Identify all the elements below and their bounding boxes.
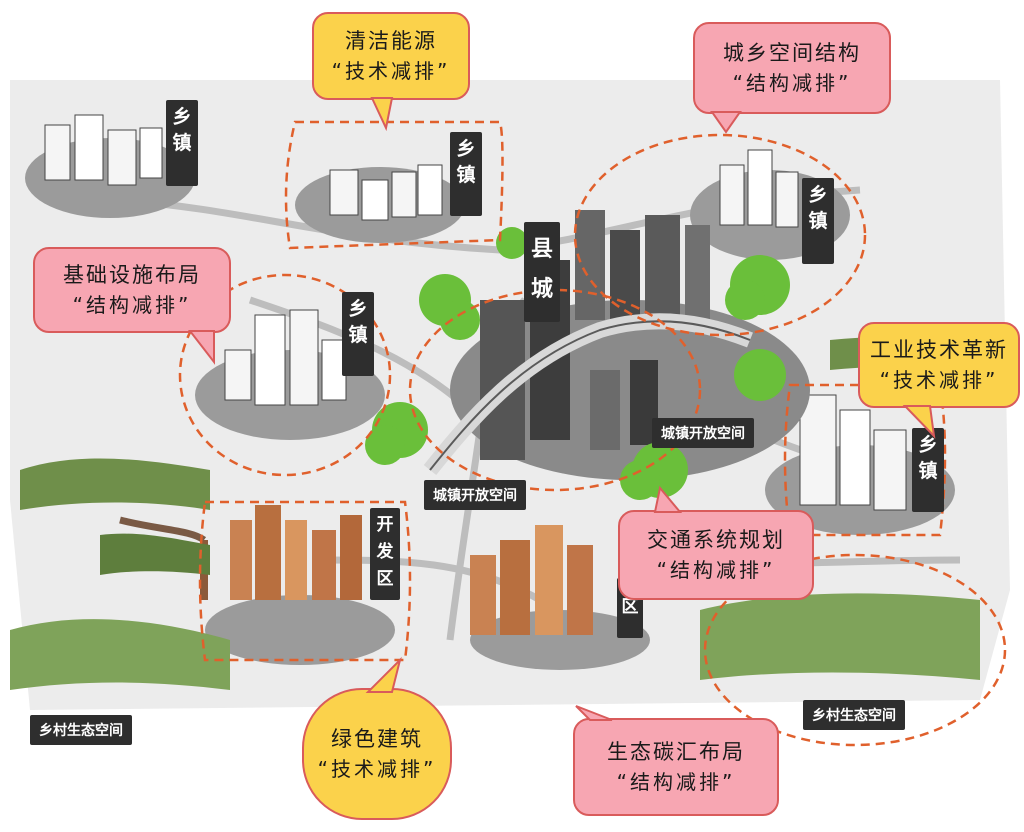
callout-carbon-sink: 生态碳汇布局 “结构减排” (573, 718, 779, 816)
callout-urban-rural-spatial: 城乡空间结构 “结构减排” (693, 22, 891, 114)
town-cluster-top-left (25, 114, 195, 218)
callout-subtitle: “结构减排” (656, 558, 776, 582)
callout-title: 城乡空间结构 (723, 41, 861, 65)
callout-industrial-innovation: 工业技术革新 “技术减排” (858, 322, 1020, 408)
rural-fields-left (10, 458, 230, 690)
town-label-text: 乡镇 (808, 184, 828, 232)
callout-title: 交通系统规划 (647, 528, 785, 552)
urban-open-space-label-left: 城镇开放空间 (424, 480, 526, 510)
callout-clean-energy: 清洁能源 “技术减排” (312, 12, 470, 100)
callout-subtitle: “结构减排” (732, 71, 852, 95)
town-label-text: 乡镇 (348, 298, 368, 346)
dev-zone-label: 开发区 (370, 508, 400, 600)
dev-zone-label-text: 区 (621, 597, 639, 617)
callout-subtitle: “技术减排” (317, 757, 437, 781)
callout-title: 生态碳汇布局 (607, 740, 745, 764)
callout-subtitle: “技术减排” (331, 59, 451, 83)
rural-eco-space-label-left: 乡村生态空间 (30, 715, 132, 745)
town-label-text: 乡镇 (456, 138, 476, 186)
rural-eco-space-label-right: 乡村生态空间 (803, 700, 905, 730)
town-label-top-left: 乡镇 (166, 100, 198, 186)
town-cluster-right-mid (765, 394, 955, 535)
trees (365, 227, 790, 500)
callout-subtitle: “技术减排” (879, 368, 999, 392)
region-boundaries (178, 120, 1007, 747)
callout-title: 绿色建筑 (331, 727, 423, 751)
callout-infrastructure-layout: 基础设施布局 “结构减排” (33, 247, 231, 333)
county-label: 县城 (524, 222, 560, 322)
callout-transport-planning: 交通系统规划 “结构减排” (618, 510, 814, 600)
callout-subtitle: “结构减排” (616, 770, 736, 794)
town-label-top: 乡镇 (450, 132, 482, 216)
town-label-right-top: 乡镇 (802, 178, 834, 264)
callout-title: 基础设施布局 (63, 263, 201, 287)
callout-green-building: 绿色建筑 “技术减排” (302, 688, 452, 820)
town-cluster-left-mid (195, 309, 385, 440)
callout-title: 工业技术革新 (870, 338, 1008, 362)
urban-open-space-label-right: 城镇开放空间 (652, 418, 754, 448)
town-label-left-mid: 乡镇 (342, 292, 374, 376)
development-zone-left (119, 505, 395, 665)
town-cluster-top (295, 164, 465, 243)
callout-subtitle: “结构减排” (72, 293, 192, 317)
callout-title: 清洁能源 (345, 29, 437, 53)
town-label-text: 乡镇 (172, 106, 192, 154)
county-label-text: 县城 (531, 237, 554, 302)
town-label-right-mid: 乡镇 (912, 428, 944, 512)
development-zone-center (470, 525, 650, 670)
town-label-text: 乡镇 (918, 434, 938, 482)
dev-zone-label-text: 开发区 (376, 515, 394, 589)
